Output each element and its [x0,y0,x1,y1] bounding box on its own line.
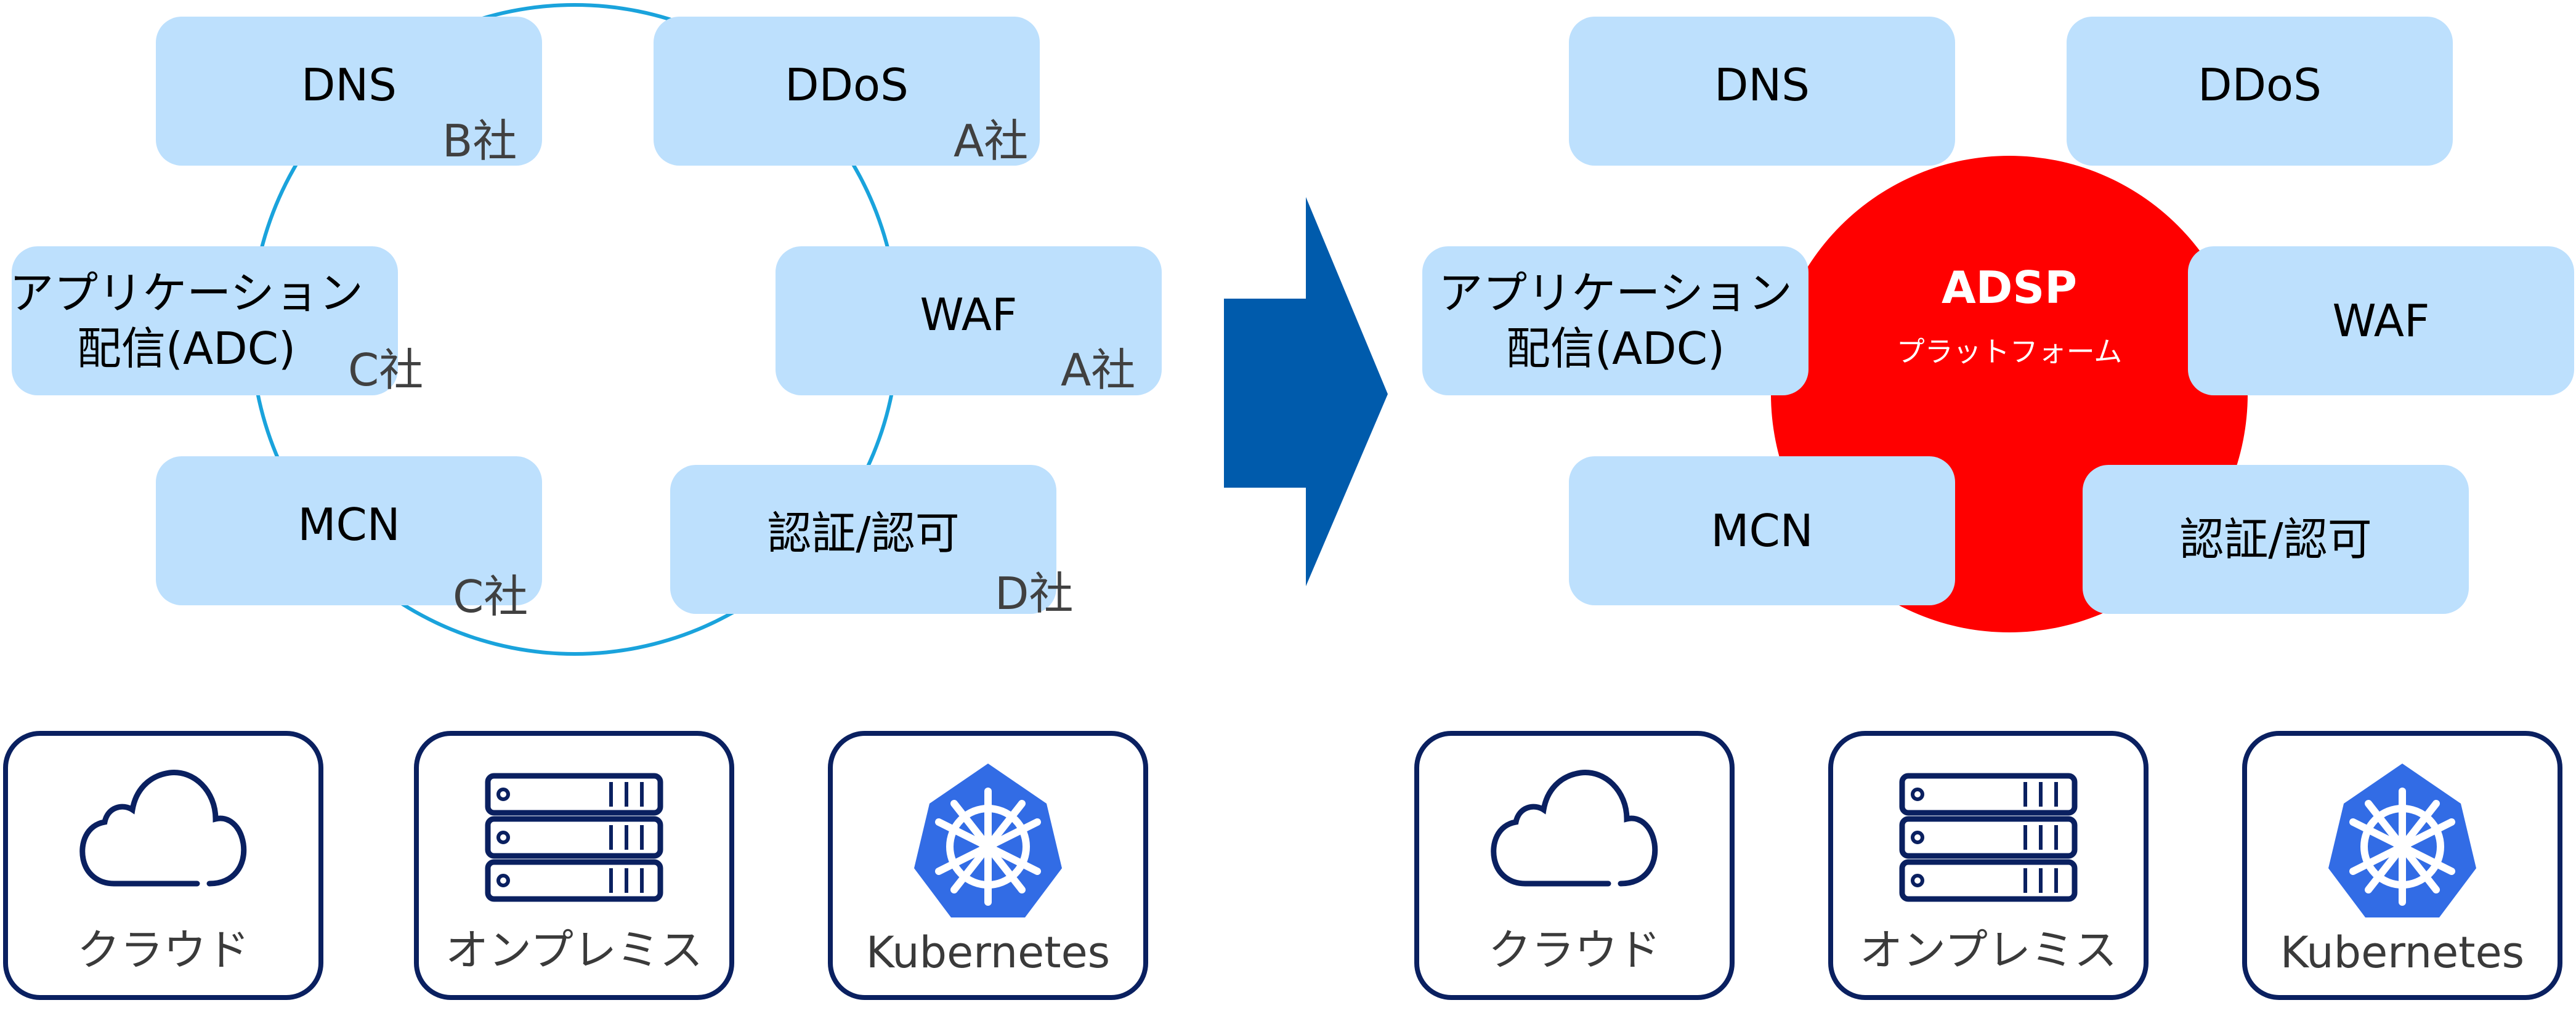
service-name: DDoS [2198,59,2322,111]
company-label: D社 [995,568,1074,619]
service-box-waf: WAF [2188,246,2574,395]
service-box-dns: DNS [1569,17,1955,166]
service-box-dns: DNS [156,17,542,166]
deployment-base-server: オンプレミス [414,731,734,1000]
service-name: WAF [2332,295,2430,347]
service-box-ddos: DDoS [654,17,1040,166]
company-label: B社 [442,115,517,167]
transition-arrow-icon [1224,197,1388,586]
service-name: WAF [920,289,1018,341]
deployment-base-server: オンプレミス [1828,731,2149,1000]
kubernetes-icon [2328,764,2476,917]
base-label: クラウド [77,925,249,975]
service-box-adc: アプリケーション 配信(ADC) [9,246,398,395]
platform-title: ADSP [1941,262,2078,313]
service-name: アプリケーション 配信(ADC) [9,267,363,374]
company-label: A社 [1061,344,1136,396]
company-label: C社 [453,571,529,623]
service-name: DDoS [785,59,909,111]
service-box-auth: 認証/認可 [670,465,1056,614]
platform-subtitle: プラットフォーム [1896,335,2123,368]
deployment-base-kubernetes: Kubernetes [2242,731,2562,1000]
deployment-base-kubernetes: Kubernetes [828,731,1148,1000]
service-box-auth: 認証/認可 [2083,465,2469,614]
service-name: 認証/認可 [2179,514,2372,565]
cloud-icon [1491,770,1658,887]
service-box-ddos: DDoS [2067,17,2453,166]
deployment-base-cloud: クラウド [1414,731,1735,1000]
base-label: クラウド [1488,925,1661,975]
base-label: オンプレミス [1860,925,2117,975]
server-icon [1899,773,2078,902]
base-label: Kubernetes [2280,927,2525,978]
base-label: オンプレミス [445,925,703,975]
service-name: アプリケーション 配信(ADC) [1438,267,1792,374]
service-name: 認証/認可 [767,507,960,559]
service-box-mcn: MCN [156,456,542,605]
service-box-adc: アプリケーション 配信(ADC) [1422,246,1808,395]
base-label: Kubernetes [865,927,1111,978]
service-box-waf: WAF [776,246,1162,395]
service-name: MCN [298,499,400,550]
service-box-mcn: MCN [1569,456,1955,605]
service-name: DNS [301,59,397,111]
service-name: DNS [1714,59,1810,111]
service-name: MCN [1711,505,1813,557]
kubernetes-icon [914,764,1062,917]
company-label: C社 [348,344,424,396]
company-label: A社 [954,115,1029,167]
cloud-icon [79,770,247,887]
server-icon [485,773,663,902]
deployment-base-cloud: クラウド [3,731,323,1000]
